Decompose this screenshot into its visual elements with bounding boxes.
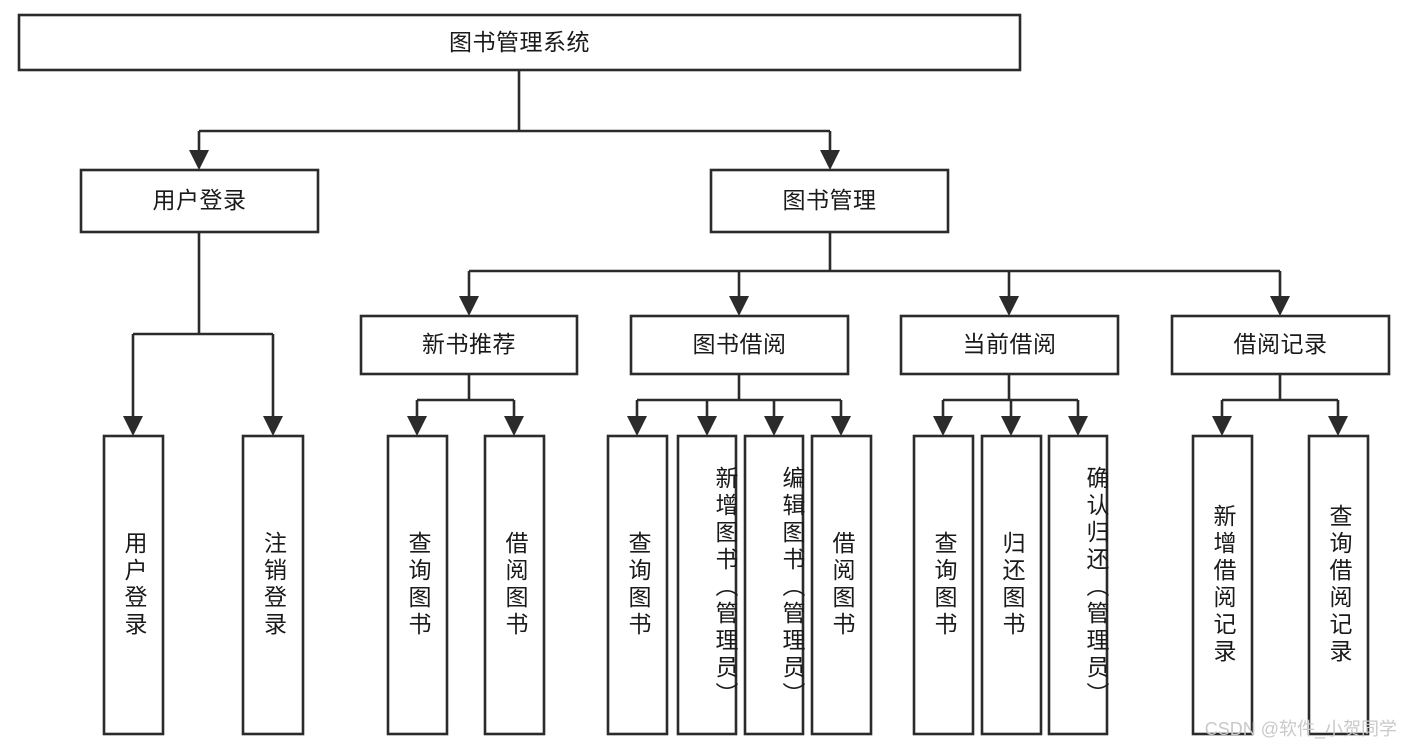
node-box-leaf-borrow-book-1[interactable]: [483, 434, 546, 736]
node-box-leaf-add-borrow-record[interactable]: [1191, 434, 1254, 736]
node-box-leaf-return-book[interactable]: [980, 434, 1043, 736]
arrow-currentborrow-leaf1-icon: [933, 416, 953, 436]
node-box-leaf-query-book-3[interactable]: [912, 434, 975, 736]
node-box-leaf-query-book-1[interactable]: [386, 434, 449, 736]
node-box-leaf-confirm-return-admin[interactable]: [1047, 434, 1109, 736]
connector-layer: [123, 70, 1348, 436]
node-box-current-borrow[interactable]: [899, 314, 1120, 376]
node-box-leaf-query-borrow-record[interactable]: [1307, 434, 1370, 736]
node-box-user-login[interactable]: [79, 168, 320, 234]
node-box-book-borrow[interactable]: [629, 314, 850, 376]
arrow-bookmanage-l3-3-icon: [999, 296, 1019, 316]
arrow-borrowrecord-leaf2-icon: [1328, 416, 1348, 436]
node-box-leaf-borrow-book-2[interactable]: [810, 434, 873, 736]
arrow-root-to-user-login-icon: [189, 150, 209, 170]
arrow-bookmanage-l3-4-icon: [1270, 296, 1290, 316]
node-box-book-manage[interactable]: [709, 168, 950, 234]
arrow-newbook-leaf2-icon: [504, 416, 524, 436]
node-box-leaf-logout-login[interactable]: [241, 434, 305, 736]
node-box-new-book-recommend[interactable]: [359, 314, 579, 376]
arrow-bookborrow-leaf4-icon: [831, 416, 851, 436]
arrow-userlogin-leaf1-icon: [123, 416, 143, 436]
node-box-layer: [17, 13, 1391, 736]
arrow-currentborrow-leaf2-icon: [1001, 416, 1021, 436]
arrow-newbook-leaf1-icon: [407, 416, 427, 436]
node-box-leaf-edit-book-admin[interactable]: [743, 434, 805, 736]
arrow-borrowrecord-leaf1-icon: [1212, 416, 1232, 436]
node-box-borrow-record[interactable]: [1170, 314, 1391, 376]
node-box-leaf-add-book-admin[interactable]: [676, 434, 738, 736]
arrow-bookmanage-l3-2-icon: [729, 296, 749, 316]
arrow-bookborrow-leaf1-icon: [627, 416, 647, 436]
arrow-bookmanage-l3-1-icon: [459, 296, 479, 316]
node-box-root[interactable]: [17, 13, 1022, 72]
arrow-userlogin-leaf2-icon: [263, 416, 283, 436]
arrow-bookborrow-leaf2-icon: [697, 416, 717, 436]
arrow-bookborrow-leaf3-icon: [764, 416, 784, 436]
arrow-currentborrow-leaf3-icon: [1068, 416, 1088, 436]
arrow-root-to-book-manage-icon: [820, 150, 840, 170]
node-box-leaf-query-book-2[interactable]: [606, 434, 669, 736]
node-box-leaf-user-login[interactable]: [102, 434, 165, 736]
